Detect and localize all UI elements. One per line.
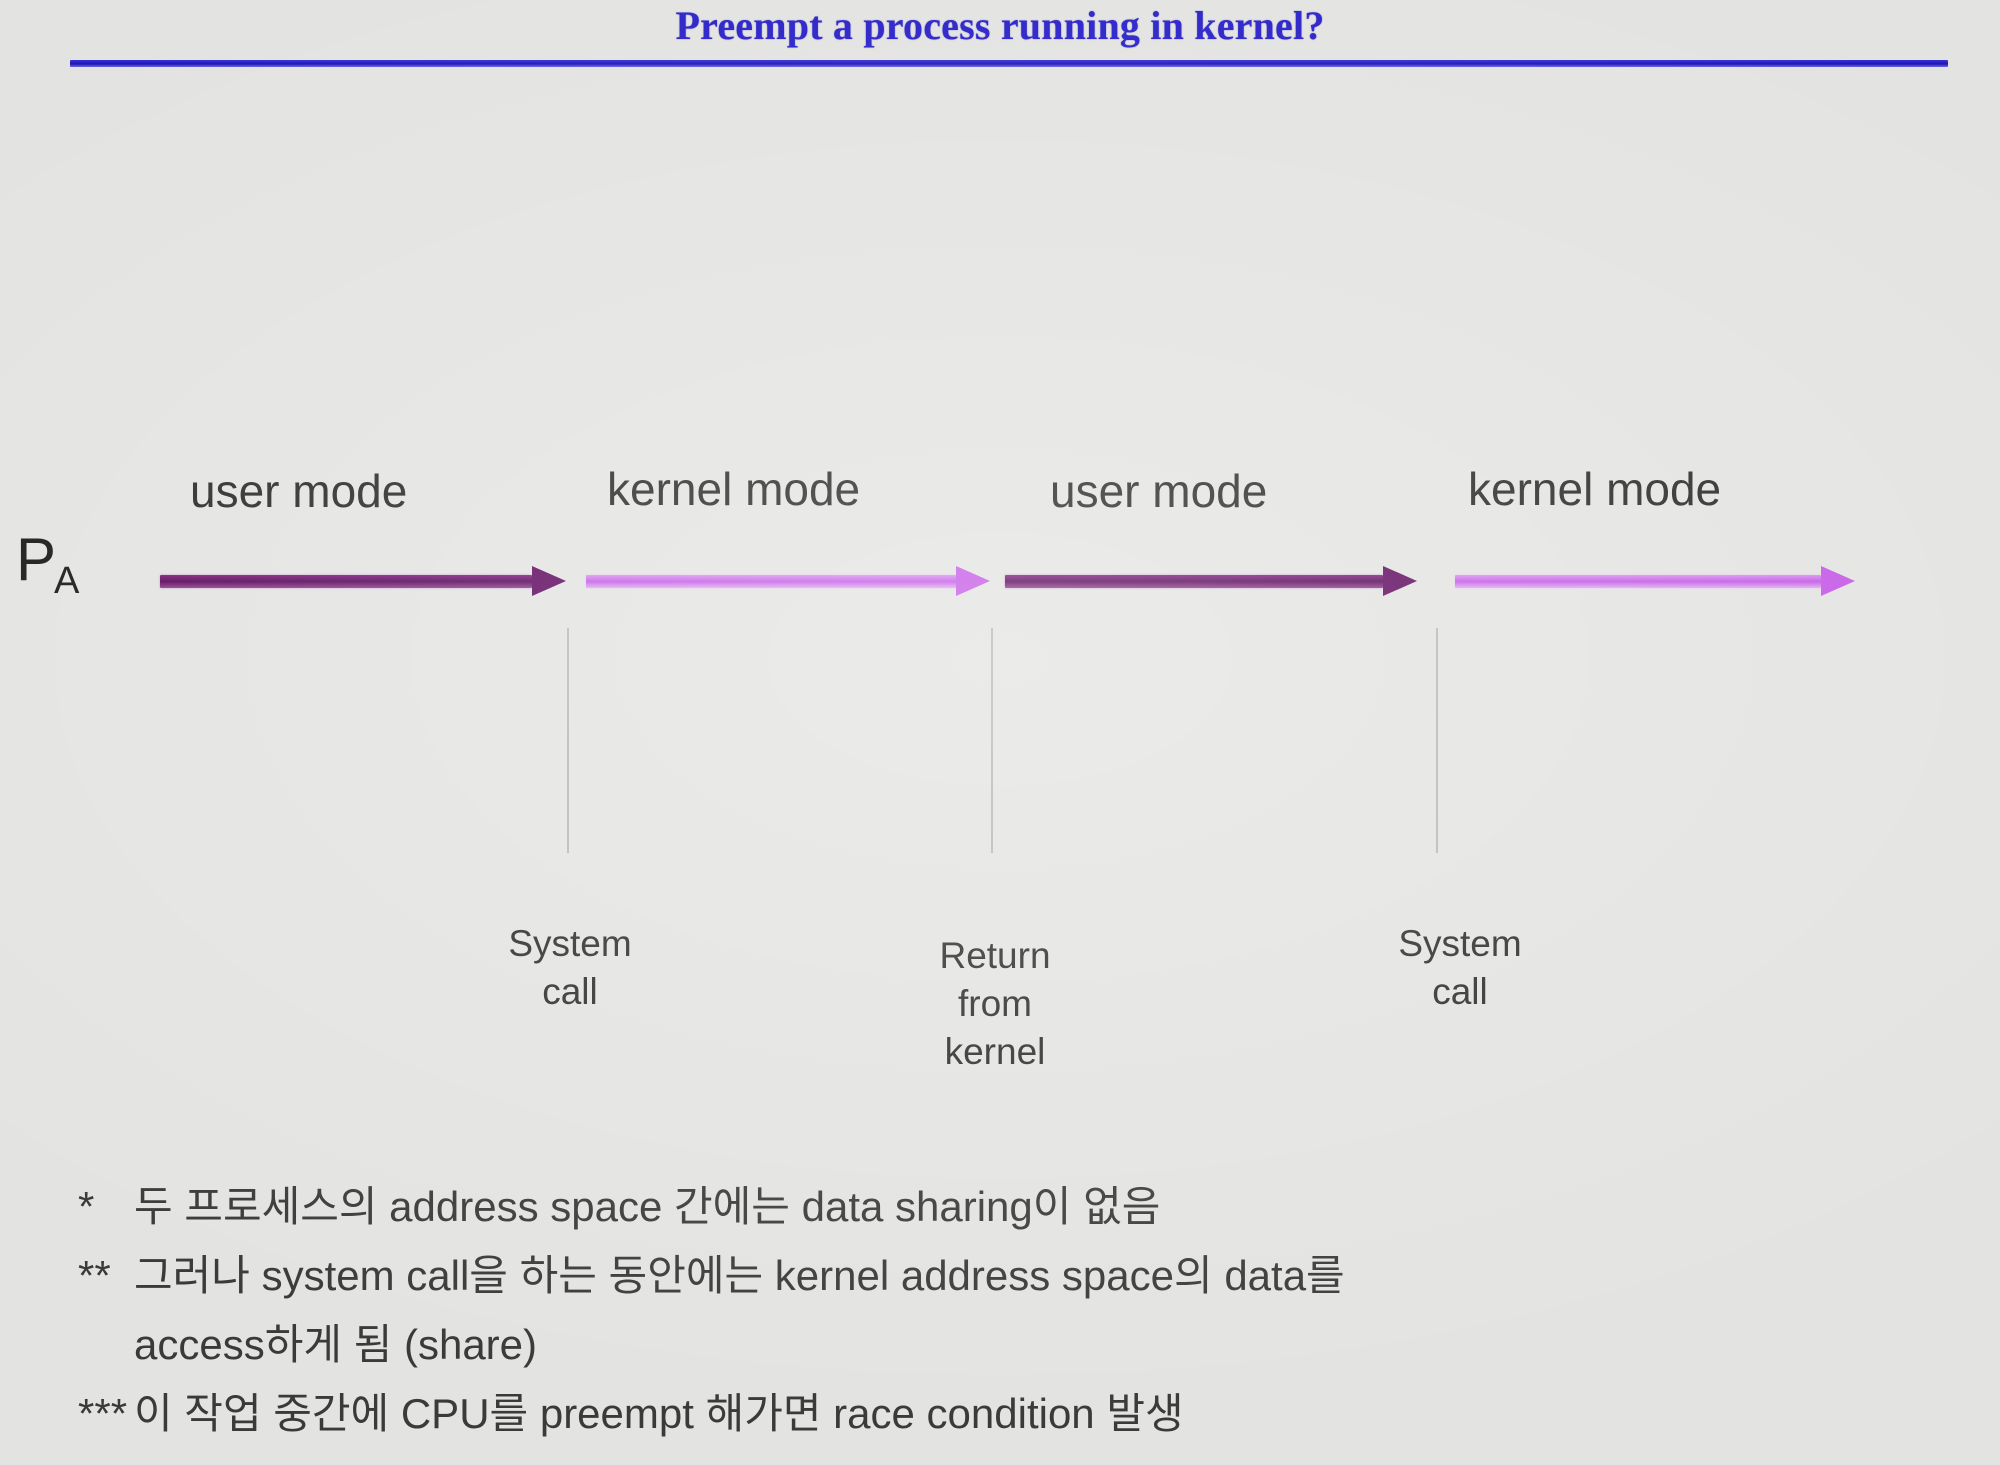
event-label-return-from-kernel: Return from kernel [939, 935, 1051, 1072]
note-line-1: * 두 프로세스의 address space 간에는 data sharing이… [78, 1172, 1958, 1241]
event-label-system-call-2: System call [1398, 923, 1522, 1012]
arrow-user-mode-2 [1005, 566, 1417, 596]
event-divider-2 [991, 628, 993, 853]
arrow-head [532, 566, 566, 596]
note-marker-3: *** [78, 1390, 128, 1437]
event-label-system-call-1: System call [508, 923, 632, 1012]
mode-label-kernel-1: kernel mode [607, 463, 861, 515]
arrow-shaft [1005, 575, 1383, 588]
note-line-2: ** 그러나 system call을 하는 동안에는 kernel addres… [78, 1241, 1958, 1310]
arrow-shaft [586, 575, 956, 588]
arrow-head [1383, 566, 1417, 596]
event-divider-1 [567, 628, 569, 853]
arrow-head [1821, 566, 1855, 596]
mode-label-kernel-2: kernel mode [1468, 463, 1722, 515]
note-text-1: 두 프로세스의 address space 간에는 data sharing이 … [134, 1183, 1161, 1230]
arrow-shaft [1455, 575, 1821, 588]
process-label-subscript: A [54, 560, 80, 602]
process-label: PA [16, 530, 79, 611]
slide-header: Preempt a process running in kernel? [0, 0, 2000, 78]
note-marker-1: * [78, 1183, 95, 1230]
page-title: Preempt a process running in kernel? [675, 3, 1325, 48]
process-label-base: P [16, 526, 57, 593]
note-text-2: 그러나 system call을 하는 동안에는 kernel address … [134, 1252, 1345, 1299]
notes-block: * 두 프로세스의 address space 간에는 data sharing이… [78, 1172, 1958, 1448]
title-underline-rule [70, 60, 1948, 67]
mode-label-user-1: user mode [190, 465, 408, 517]
arrow-kernel-mode-2 [1455, 566, 1855, 596]
note-line-3: ***이 작업 중간에 CPU를 preempt 해가면 race condit… [78, 1379, 1958, 1448]
arrow-shaft [160, 575, 532, 588]
arrow-user-mode-1 [160, 566, 566, 596]
mode-label-user-2: user mode [1050, 465, 1268, 517]
note-text-2-continuation: access하게 됨 (share) [134, 1321, 538, 1368]
arrow-kernel-mode-1 [586, 566, 990, 596]
note-marker-2: ** [78, 1252, 111, 1299]
note-line-2-continuation: access하게 됨 (share) [78, 1310, 1958, 1379]
arrow-head [956, 566, 990, 596]
event-divider-3 [1436, 628, 1438, 853]
note-text-3: 이 작업 중간에 CPU를 preempt 해가면 race condition… [134, 1390, 1184, 1437]
